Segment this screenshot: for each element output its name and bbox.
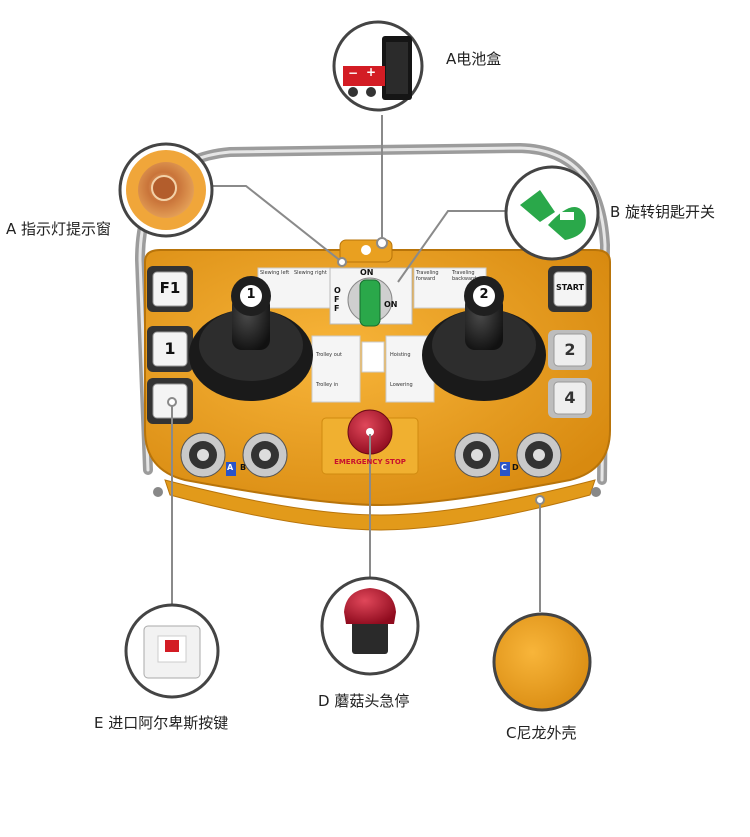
plate-right-text-1: Traveling forward — [416, 270, 439, 282]
right-button-column — [548, 266, 592, 418]
zoom-battery — [332, 20, 424, 112]
callout-indicator-label: A 指示灯提示窗 — [6, 220, 112, 238]
zoom-indicator — [118, 142, 214, 238]
joystick-right-number: 2 — [479, 287, 489, 302]
key-on-side-label: ON — [384, 300, 398, 309]
plate-trolley-text-2: Trolley in — [316, 382, 339, 388]
callout-button-label: E 进口阿尔卑斯按键 — [94, 714, 229, 732]
key-on-label: ON — [360, 268, 374, 277]
battery-minus: − — [348, 66, 359, 80]
joystick-right — [422, 276, 546, 401]
switch-label-b: B — [240, 463, 247, 472]
plate-left-text-1: Slewing left — [260, 270, 290, 276]
toggle-switches — [180, 432, 562, 478]
estop-text: EMERGENCY STOP — [334, 458, 406, 466]
label-plate-trolley — [311, 335, 361, 403]
button-1[interactable]: 1 — [164, 339, 176, 358]
switch-label-d: D — [512, 463, 519, 472]
plate-right-text-2: Traveling backward — [452, 270, 477, 282]
button-f1[interactable]: F1 — [159, 279, 181, 297]
button-4[interactable]: 4 — [564, 388, 576, 407]
key-switch — [359, 279, 381, 327]
plate-hoist-text-1: Hoisting — [390, 352, 411, 358]
callout-key-label: B 旋转钥匙开关 — [610, 203, 716, 221]
button-start[interactable]: START — [555, 283, 585, 292]
switch-label-c: C — [501, 463, 507, 472]
battery-plus: + — [366, 65, 377, 79]
zoom-estop — [320, 576, 420, 676]
switch-label-a: A — [227, 463, 234, 472]
callout-battery-label: A电池盒 — [446, 50, 502, 68]
zoom-button — [124, 603, 220, 699]
button-2[interactable]: 2 — [564, 340, 576, 359]
plate-trolley-text-1: Trolley out — [316, 352, 342, 358]
zoom-key — [504, 165, 600, 261]
plate-left-text-2: Slewing right — [294, 270, 327, 276]
plate-hoist-text-2: Lowering — [390, 382, 413, 388]
joystick-left — [189, 276, 313, 401]
joystick-left-number: 1 — [246, 287, 256, 302]
zoom-shell — [492, 612, 592, 712]
key-off-label: OFF — [334, 286, 341, 313]
left-button-column — [147, 266, 193, 424]
callout-estop-label: D 蘑菇头急停 — [318, 692, 410, 710]
callout-shell-label: C尼龙外壳 — [506, 724, 577, 742]
leader-lines — [171, 115, 541, 612]
